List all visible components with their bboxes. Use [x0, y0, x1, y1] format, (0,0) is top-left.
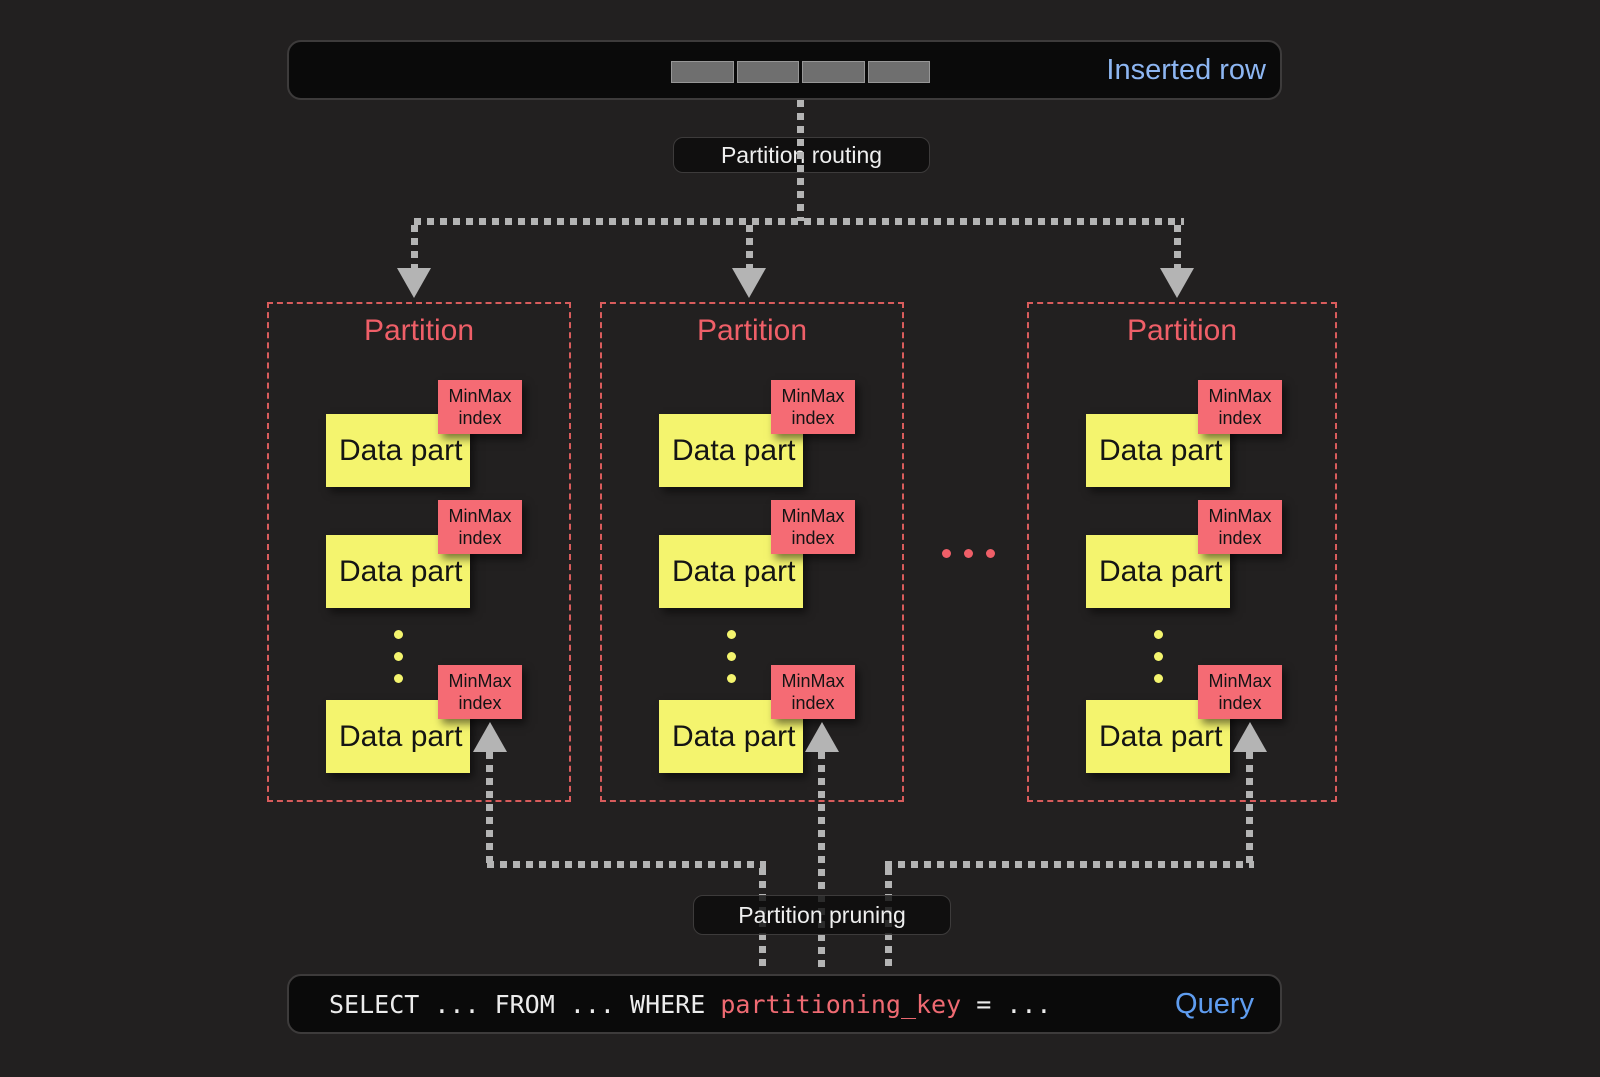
data-part-box: Data part — [326, 414, 470, 487]
row-segment — [736, 61, 799, 83]
data-part-box: Data part — [1086, 700, 1230, 773]
minmax-index-tag: MinMax index — [771, 380, 855, 434]
inserted-row-segments — [671, 61, 930, 83]
dotted-connector-insert-feed — [797, 100, 804, 221]
down-arrowhead-icon — [1160, 268, 1194, 298]
dotted-connector-branch-1 — [411, 225, 418, 270]
ellipsis-dot — [727, 630, 736, 639]
dotted-connector-prune-left-rise — [486, 752, 493, 864]
partition-ellipsis-dot — [964, 549, 973, 558]
partition-box-2: Partition MinMax index Data part MinMax … — [600, 302, 904, 802]
ellipsis-dot — [1154, 674, 1163, 683]
ellipsis-dot — [394, 630, 403, 639]
minmax-index-tag: MinMax index — [438, 500, 522, 554]
ellipsis-dot — [394, 674, 403, 683]
minmax-index-tag: MinMax index — [771, 665, 855, 719]
minmax-index-tag: MinMax index — [1198, 380, 1282, 434]
ellipsis-dot — [1154, 652, 1163, 661]
row-segment — [867, 61, 930, 83]
partition-ellipsis-dot — [986, 549, 995, 558]
row-segment — [671, 61, 734, 83]
ellipsis-dot — [727, 652, 736, 661]
minmax-index-tag: MinMax index — [1198, 665, 1282, 719]
row-segment — [802, 61, 865, 83]
up-arrowhead-icon — [473, 722, 507, 752]
dotted-connector-distribution — [414, 218, 1184, 225]
data-part-box: Data part — [659, 700, 803, 773]
dotted-connector-prune-left-run — [487, 861, 766, 868]
minmax-index-tag: MinMax index — [771, 500, 855, 554]
ellipsis-dot — [1154, 630, 1163, 639]
partition-title: Partition — [1126, 314, 1238, 347]
partition-pruning-badge: Partition pruning — [693, 895, 951, 935]
down-arrowhead-icon — [397, 268, 431, 298]
sql-statement: SELECT ... FROM ... WHERE partitioning_k… — [329, 974, 1051, 1034]
data-part-box: Data part — [1086, 414, 1230, 487]
partition-box-1: Partition MinMax index Data part MinMax … — [267, 302, 571, 802]
dotted-connector-branch-2 — [746, 225, 753, 270]
sql-partitioning-key: partitioning_key — [720, 989, 962, 1019]
up-arrowhead-icon — [1233, 722, 1267, 752]
minmax-index-tag: MinMax index — [438, 665, 522, 719]
partition-ellipsis-dot — [942, 549, 951, 558]
partition-title: Partition — [363, 314, 475, 347]
ellipsis-dot — [727, 674, 736, 683]
dotted-connector-prune-center — [818, 752, 825, 972]
sql-after: = ... — [961, 989, 1052, 1019]
minmax-index-tag: MinMax index — [438, 380, 522, 434]
partition-pruning-label: Partition pruning — [738, 901, 906, 928]
down-arrowhead-icon — [732, 268, 766, 298]
dotted-connector-prune-right-rise — [1246, 752, 1253, 864]
inserted-row-box — [287, 40, 1282, 100]
ellipsis-dot — [394, 652, 403, 661]
dotted-connector-branch-3 — [1174, 225, 1181, 270]
query-box — [287, 974, 1282, 1034]
dotted-connector-prune-right-run — [885, 861, 1254, 868]
sql-before: SELECT ... FROM ... WHERE — [329, 989, 721, 1019]
partition-box-3: Partition MinMax index Data part MinMax … — [1027, 302, 1337, 802]
query-label: Query — [1175, 987, 1254, 1020]
minmax-index-tag: MinMax index — [1198, 500, 1282, 554]
partition-title: Partition — [696, 314, 808, 347]
up-arrowhead-icon — [805, 722, 839, 752]
inserted-row-label: Inserted row — [1106, 53, 1266, 86]
